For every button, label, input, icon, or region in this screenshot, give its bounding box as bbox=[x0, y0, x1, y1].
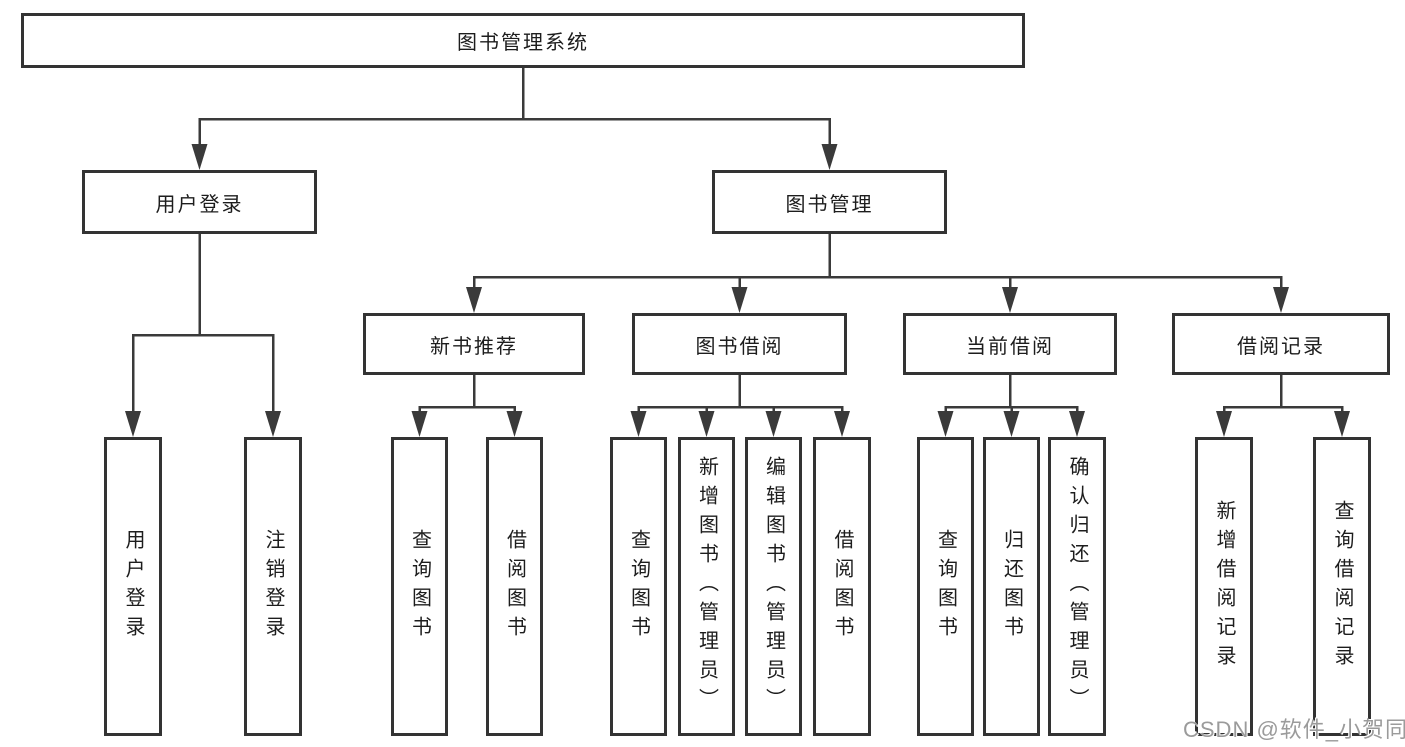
arrow-icon bbox=[821, 144, 838, 170]
node-label: 用户登录 bbox=[122, 528, 144, 645]
connector-new-book-branch bbox=[418, 375, 516, 417]
connector-borrow-record-branch bbox=[1222, 375, 1344, 417]
arrow-icon bbox=[125, 411, 141, 437]
connector-book-borrow-branch bbox=[637, 375, 844, 417]
node-label: 归还图书 bbox=[1000, 528, 1023, 645]
leaf-borrowing-query-books: 查询图书 bbox=[610, 437, 667, 736]
node-label: 查询借阅记录 bbox=[1331, 499, 1353, 674]
arrow-icon bbox=[1002, 287, 1018, 313]
leaf-logout: 注销登录 bbox=[244, 437, 302, 736]
connector-lines bbox=[131, 68, 1344, 417]
node-book-management: 图书管理 bbox=[712, 170, 947, 234]
node-label: 查询图书 bbox=[408, 528, 431, 645]
node-label: 图书管理系统 bbox=[457, 32, 589, 54]
node-user-login: 用户登录 bbox=[82, 170, 317, 234]
arrow-icon bbox=[937, 411, 954, 437]
node-label: 查询图书 bbox=[627, 528, 650, 645]
arrow-icon bbox=[1069, 411, 1085, 437]
arrow-icon bbox=[411, 411, 428, 437]
node-label: 确认归还（管理员） bbox=[1066, 456, 1088, 717]
connector-book-mgmt-branch bbox=[472, 234, 1283, 293]
arrow-icon bbox=[630, 411, 647, 437]
node-label: 借阅图书 bbox=[831, 528, 853, 645]
node-label: 新增图书（管理员） bbox=[695, 456, 718, 717]
node-current-borrowing: 当前借阅 bbox=[903, 313, 1117, 375]
node-label: 新书推荐 bbox=[430, 335, 518, 358]
arrow-icon bbox=[698, 411, 715, 437]
leaf-current-return-books: 归还图书 bbox=[983, 437, 1040, 736]
csdn-watermark: CSDN @软件_小贺同学 bbox=[1183, 717, 1405, 742]
connector-current-borrow-branch bbox=[944, 375, 1079, 417]
arrow-icon bbox=[506, 411, 523, 437]
node-label: 查询图书 bbox=[934, 528, 957, 645]
leaf-newbook-borrow-books: 借阅图书 bbox=[486, 437, 543, 736]
leaf-current-confirm-return-admin: 确认归还（管理员） bbox=[1048, 437, 1106, 736]
node-label: 编辑图书（管理员） bbox=[762, 456, 785, 717]
node-new-book-recommend: 新书推荐 bbox=[363, 313, 585, 375]
node-label: 用户登录 bbox=[155, 193, 244, 216]
arrow-icon bbox=[1273, 287, 1289, 313]
node-library-system-root: 图书管理系统 bbox=[21, 13, 1025, 68]
arrow-icon bbox=[765, 411, 782, 437]
leaf-borrowing-add-books-admin: 新增图书（管理员） bbox=[678, 437, 735, 736]
arrow-icon bbox=[466, 287, 482, 313]
leaf-user-login: 用户登录 bbox=[104, 437, 162, 736]
node-label: 图书借阅 bbox=[695, 335, 784, 358]
leaf-newbook-query-books: 查询图书 bbox=[391, 437, 448, 736]
node-label: 新增借阅记录 bbox=[1213, 499, 1235, 674]
node-label: 借阅记录 bbox=[1237, 335, 1325, 358]
node-label: 借阅图书 bbox=[503, 528, 526, 645]
arrow-icon bbox=[1334, 411, 1350, 437]
leaf-borrowing-edit-books-admin: 编辑图书（管理员） bbox=[745, 437, 802, 736]
arrow-icon bbox=[265, 411, 281, 437]
connector-user-login-branch bbox=[131, 234, 275, 417]
arrow-icon bbox=[1003, 411, 1020, 437]
node-label: 注销登录 bbox=[262, 528, 284, 645]
node-label: 图书管理 bbox=[785, 193, 874, 216]
arrow-icon bbox=[834, 411, 850, 437]
node-borrowing-records: 借阅记录 bbox=[1172, 313, 1390, 375]
node-book-borrowing: 图书借阅 bbox=[632, 313, 847, 375]
arrow-icon bbox=[731, 287, 748, 313]
leaf-record-add-borrow-record: 新增借阅记录 bbox=[1195, 437, 1253, 736]
arrow-icon bbox=[191, 144, 208, 170]
arrow-icon bbox=[1216, 411, 1232, 437]
leaf-current-query-books: 查询图书 bbox=[917, 437, 974, 736]
connector-arrowheads bbox=[125, 144, 1350, 437]
leaf-borrowing-borrow-books: 借阅图书 bbox=[813, 437, 871, 736]
connector-root-branch bbox=[198, 68, 831, 150]
leaf-record-query-borrow-record: 查询借阅记录 bbox=[1313, 437, 1371, 736]
node-label: 当前借阅 bbox=[966, 335, 1054, 358]
